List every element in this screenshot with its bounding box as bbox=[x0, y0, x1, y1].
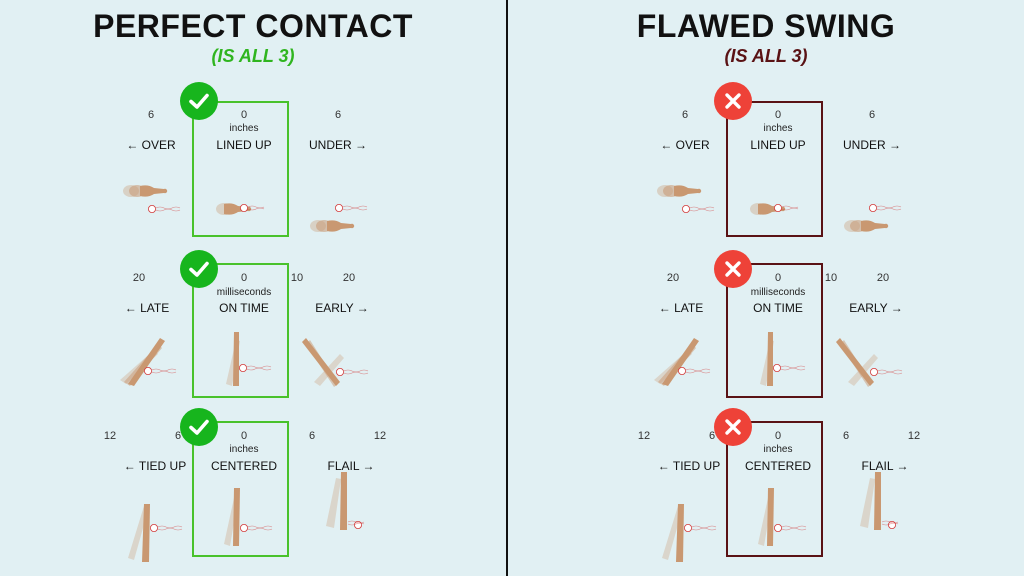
right-outer-value: 12 bbox=[907, 430, 921, 442]
right-value: 20 bbox=[342, 272, 356, 284]
bat-over-illustration bbox=[657, 185, 715, 213]
row-bat-barrel: 12 6 0 6 12 inches ← TIED UP CENTERED FL… bbox=[0, 408, 506, 562]
left-label: ← LATE bbox=[658, 301, 704, 315]
right-value: 6 bbox=[308, 430, 316, 442]
bat-flail-illustration bbox=[326, 472, 365, 530]
left-value: 20 bbox=[666, 272, 680, 284]
right-label: UNDER → bbox=[842, 138, 901, 152]
target-box bbox=[192, 101, 289, 237]
unit-label: inches bbox=[763, 444, 793, 455]
left-value: 6 bbox=[681, 109, 689, 121]
bat-over-illustration bbox=[123, 185, 181, 213]
right-value: 6 bbox=[868, 109, 876, 121]
target-box bbox=[726, 101, 823, 237]
left-label: ← OVER bbox=[126, 138, 176, 152]
left-outer-value: 12 bbox=[637, 430, 651, 442]
row-timing: 20 0 10 20 milliseconds ← LATE ON TIME E… bbox=[0, 250, 506, 400]
right-label: FLAIL → bbox=[327, 459, 375, 473]
bat-late-illustration bbox=[120, 338, 177, 386]
unit-label: inches bbox=[763, 123, 793, 134]
left-value: 20 bbox=[132, 272, 146, 284]
unit-label: inches bbox=[229, 444, 259, 455]
check-icon bbox=[180, 82, 218, 120]
target-box bbox=[192, 263, 289, 398]
right-label: FLAIL → bbox=[861, 459, 909, 473]
left-value: 6 bbox=[147, 109, 155, 121]
right-value: 20 bbox=[876, 272, 890, 284]
center-value: 0 bbox=[240, 430, 248, 442]
center-value: 0 bbox=[240, 272, 248, 284]
left-value: 6 bbox=[708, 430, 716, 442]
center-label: LINED UP bbox=[750, 138, 806, 152]
flawed-swing-panel: FLAWED SWING (IS ALL 3) 6 0 6 inches ← O… bbox=[508, 0, 1024, 576]
panel-title: FLAWED SWING bbox=[636, 8, 896, 44]
right-label: UNDER → bbox=[308, 138, 367, 152]
panel-subtitle: (IS ALL 3) bbox=[211, 46, 295, 66]
left-label: ← LATE bbox=[124, 301, 170, 315]
center-label: CENTERED bbox=[210, 459, 277, 473]
center-label: ON TIME bbox=[219, 301, 269, 315]
left-label: ← OVER bbox=[660, 138, 710, 152]
target-box bbox=[192, 421, 289, 557]
center-value: 0 bbox=[774, 109, 782, 121]
unit-label: milliseconds bbox=[216, 287, 272, 298]
target-box bbox=[726, 421, 823, 557]
right-label: EARLY → bbox=[315, 301, 369, 315]
check-icon bbox=[180, 250, 218, 288]
panel-title: PERFECT CONTACT bbox=[93, 8, 413, 44]
left-outer-value: 12 bbox=[103, 430, 117, 442]
bat-lined-up-illustration bbox=[750, 203, 799, 215]
row-vertical-alignment: 6 0 6 inches ← OVER LINED UP UNDER → bbox=[508, 82, 1024, 238]
bat-flail-illustration bbox=[860, 472, 899, 530]
panel-subtitle: (IS ALL 3) bbox=[724, 46, 808, 66]
center-label: CENTERED bbox=[744, 459, 811, 473]
check-icon bbox=[180, 408, 218, 446]
perfect-contact-panel: PERFECT CONTACT (IS ALL 3) 6 0 6 inches … bbox=[0, 0, 506, 576]
unit-label: milliseconds bbox=[750, 287, 806, 298]
row-timing: 20 0 10 20 milliseconds ← LATE ON TIME E… bbox=[508, 250, 1024, 400]
unit-label: inches bbox=[229, 123, 259, 134]
bat-early-illustration bbox=[302, 338, 369, 387]
row-vertical-alignment: 6 0 6 inches ← OVER LINED UP UNDER → bbox=[0, 82, 506, 238]
right-value: 6 bbox=[334, 109, 342, 121]
x-icon bbox=[714, 250, 752, 288]
right-value: 6 bbox=[842, 430, 850, 442]
bat-late-illustration bbox=[654, 338, 711, 386]
bat-on-time-illustration bbox=[226, 332, 272, 386]
left-value: 6 bbox=[174, 430, 182, 442]
right-value-mid: 10 bbox=[290, 272, 304, 284]
right-label: EARLY → bbox=[849, 301, 903, 315]
x-icon bbox=[714, 408, 752, 446]
panel-divider bbox=[506, 0, 508, 576]
left-label: ← TIED UP bbox=[657, 459, 721, 473]
target-box bbox=[726, 263, 823, 398]
center-value: 0 bbox=[240, 109, 248, 121]
bat-centered-illustration bbox=[758, 488, 807, 546]
bat-tied-up-illustration bbox=[128, 504, 183, 562]
center-value: 0 bbox=[774, 430, 782, 442]
bat-on-time-illustration bbox=[760, 332, 806, 386]
center-label: ON TIME bbox=[753, 301, 803, 315]
bat-centered-illustration bbox=[224, 488, 273, 546]
bat-lined-up-illustration bbox=[216, 203, 265, 215]
bat-under-illustration bbox=[844, 204, 902, 232]
right-outer-value: 12 bbox=[373, 430, 387, 442]
center-label: LINED UP bbox=[216, 138, 272, 152]
center-value: 0 bbox=[774, 272, 782, 284]
x-icon bbox=[714, 82, 752, 120]
row-bat-barrel: 12 6 0 6 12 inches ← TIED UP CENTERED FL… bbox=[508, 408, 1024, 562]
right-value-mid: 10 bbox=[824, 272, 838, 284]
left-label: ← TIED UP bbox=[123, 459, 187, 473]
bat-tied-up-illustration bbox=[662, 504, 717, 562]
bat-early-illustration bbox=[836, 338, 903, 387]
bat-under-illustration bbox=[310, 204, 368, 232]
